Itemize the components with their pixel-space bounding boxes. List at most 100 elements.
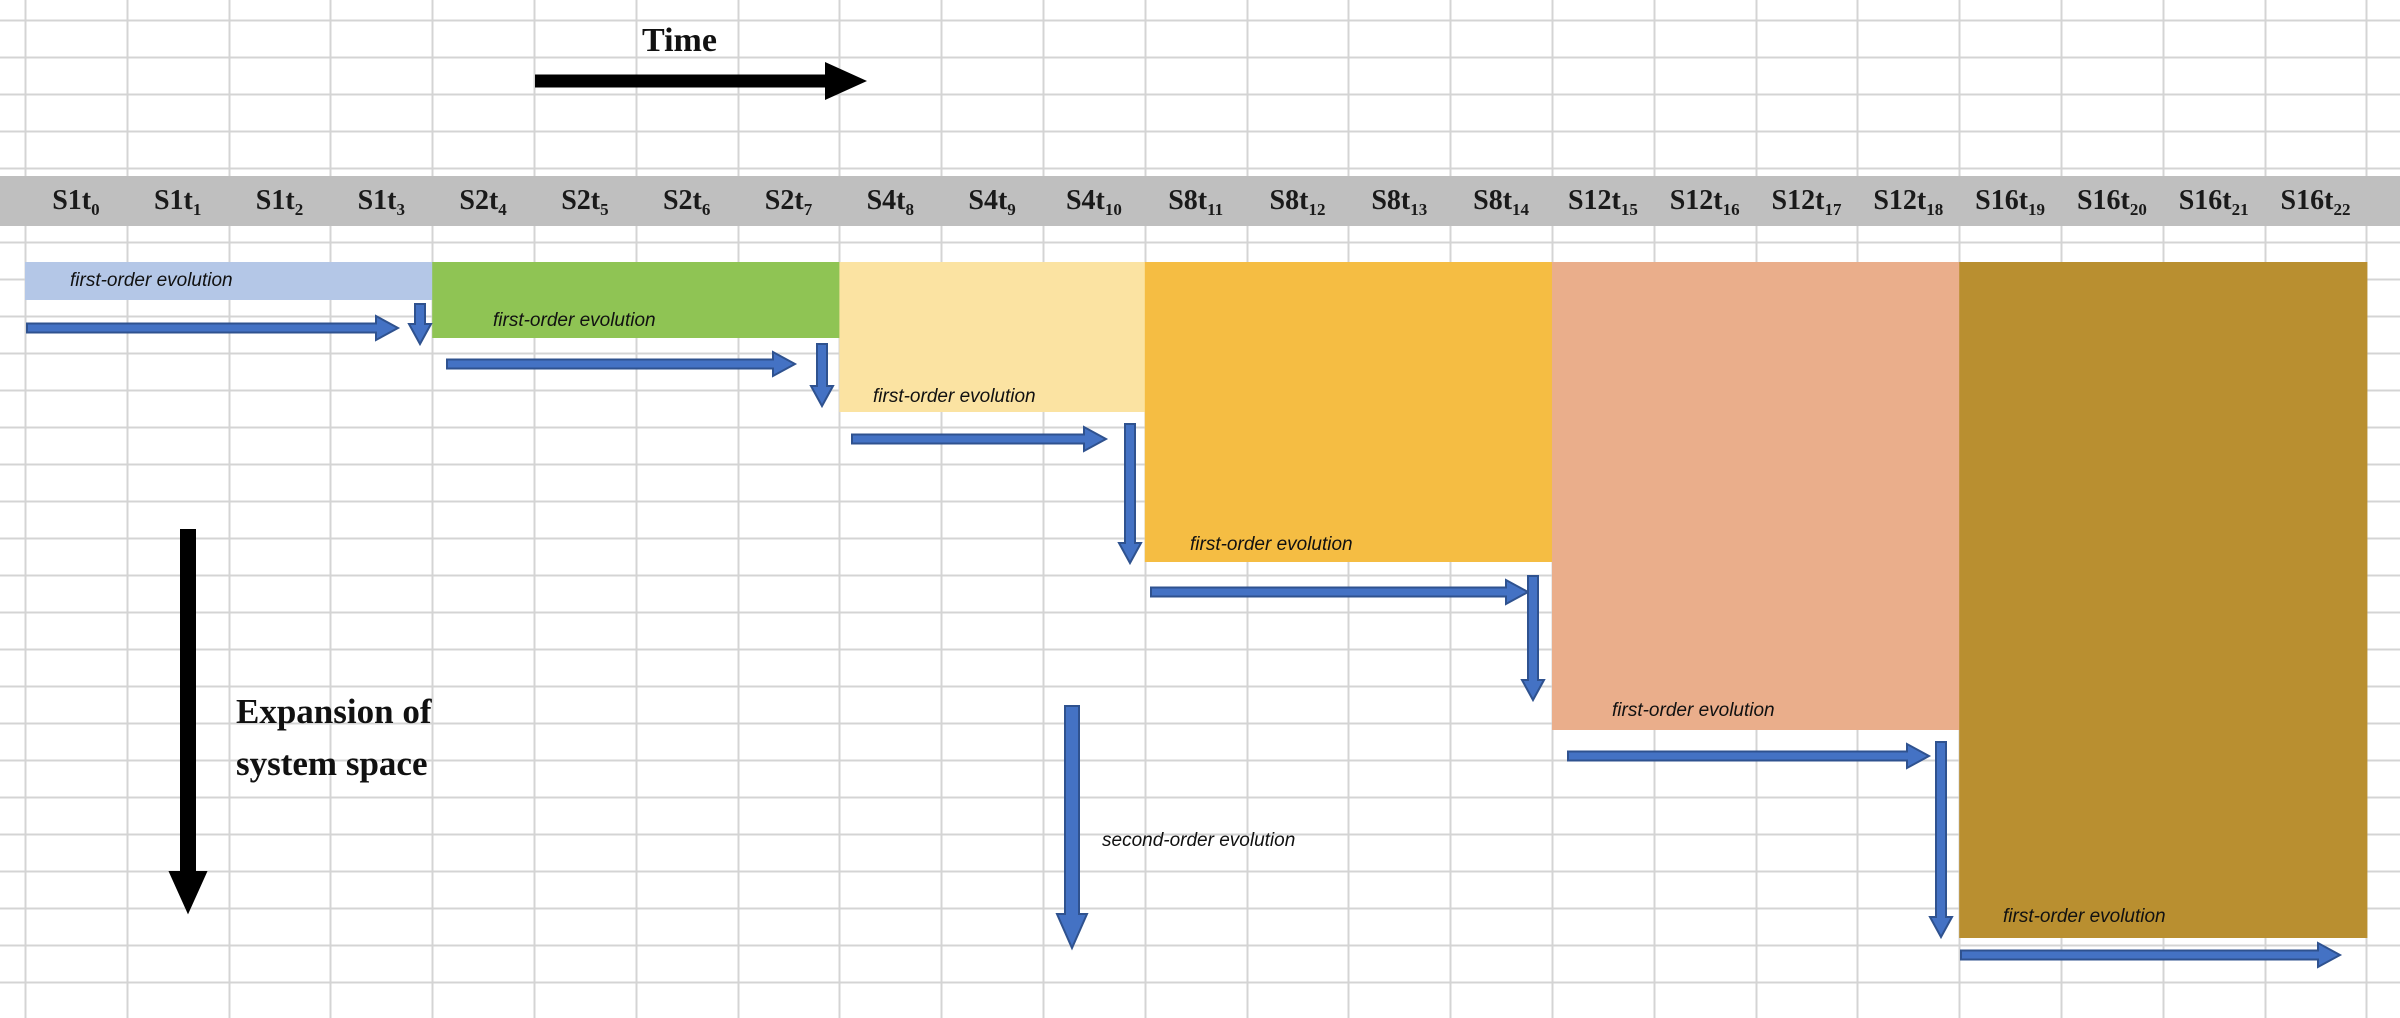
first-order-evolution-label: first-order evolution	[1190, 534, 1353, 555]
first-order-arrow	[1150, 578, 1531, 606]
time-index: 11	[1207, 200, 1224, 219]
stage-block-s16	[1959, 262, 2368, 938]
time-step-header-cell: S8t11	[1145, 176, 1247, 226]
first-order-arrow	[1567, 742, 1932, 770]
first-order-arrow	[26, 314, 401, 342]
time-index: 6	[701, 200, 711, 219]
time-index: 8	[905, 200, 914, 219]
first-order-evolution-label: first-order evolution	[493, 310, 656, 331]
stage-block-s8	[1144, 262, 1553, 562]
first-order-arrow	[851, 425, 1109, 453]
time-step-header-cell: S2t6	[636, 176, 738, 226]
first-order-arrow	[446, 350, 798, 378]
system-label: S16t	[2178, 185, 2232, 216]
time-index: 18	[1926, 200, 1944, 219]
system-label: S12t	[1567, 185, 1621, 216]
system-label: S2t	[764, 185, 804, 216]
system-label: S2t	[459, 185, 499, 216]
time-step-header-cell: S8t13	[1348, 176, 1450, 226]
stage-block-s4	[839, 262, 1146, 412]
header-band	[0, 176, 2400, 226]
time-index: 22	[2333, 200, 2351, 219]
time-step-header-cell: S1t2	[229, 176, 331, 226]
stage-block-s1	[25, 262, 434, 300]
first-order-evolution-label: first-order evolution	[2003, 906, 2166, 927]
expansion-step-arrow	[1117, 423, 1143, 566]
time-step-header-cell: S4t8	[839, 176, 941, 226]
time-index: 15	[1620, 200, 1638, 219]
expansion-step-arrow	[809, 343, 835, 409]
time-index: 5	[600, 200, 609, 219]
system-label: S4t	[968, 185, 1008, 216]
time-step-header-cell: S1t1	[127, 176, 229, 226]
system-label: S12t	[1873, 185, 1927, 216]
time-step-header-cell: S2t7	[738, 176, 840, 226]
time-index: 16	[1722, 200, 1740, 219]
system-label: S2t	[561, 185, 601, 216]
system-label: S16t	[1975, 185, 2029, 216]
time-step-header-cell: S16t21	[2163, 176, 2265, 226]
time-index: 7	[803, 200, 813, 219]
expansion-step-arrow	[407, 303, 433, 347]
expansion-step-arrow	[1928, 741, 1954, 940]
time-step-header-cell: S12t17	[1756, 176, 1858, 226]
time-step-header-cell: S12t18	[1857, 176, 1959, 226]
first-order-evolution-label: first-order evolution	[1612, 700, 1775, 721]
time-index: 1	[192, 200, 202, 219]
time-step-header-cell: S8t12	[1247, 176, 1349, 226]
time-step-header-cell: S4t9	[941, 176, 1043, 226]
system-label: S2t	[662, 185, 702, 216]
second-order-evolution-label: second-order evolution	[1102, 830, 1296, 851]
time-index: 12	[1308, 200, 1326, 219]
time-step-header-cell: S1t0	[25, 176, 127, 226]
time-index: 14	[1512, 200, 1530, 219]
expansion-axis-label: Expansion of system space	[236, 686, 432, 790]
system-label: S12t	[1669, 185, 1723, 216]
expansion-label-line-1: Expansion of	[236, 692, 432, 731]
time-index: 4	[498, 200, 507, 219]
system-label: S8t	[1168, 185, 1208, 216]
system-label: S8t	[1371, 185, 1411, 216]
time-index: 13	[1410, 200, 1428, 219]
time-step-header-cell: S16t22	[2265, 176, 2367, 226]
time-step-header-cell: S4t10	[1043, 176, 1145, 226]
system-label: S1t	[52, 185, 92, 216]
time-index: 0	[91, 200, 100, 219]
stage-block-s12	[1552, 262, 1961, 730]
expansion-arrow	[168, 529, 208, 915]
time-step-header-cell: S16t20	[2061, 176, 2163, 226]
system-label: S4t	[866, 185, 906, 216]
time-axis-label: Time	[642, 22, 717, 59]
time-index: 9	[1007, 200, 1016, 219]
system-label: S12t	[1771, 185, 1825, 216]
time-index: 17	[1824, 200, 1842, 219]
stage-block-s2	[432, 262, 841, 338]
system-label: S4t	[1065, 185, 1105, 216]
system-label: S1t	[255, 185, 295, 216]
second-order-arrow	[1055, 705, 1089, 951]
time-index: 20	[2129, 200, 2147, 219]
time-step-header-cell: S2t4	[432, 176, 534, 226]
expansion-step-arrow	[1520, 575, 1546, 703]
time-index: 10	[1104, 200, 1122, 219]
system-label: S8t	[1269, 185, 1309, 216]
time-step-header-cell: S12t15	[1552, 176, 1654, 226]
time-index: 21	[2231, 200, 2249, 219]
expansion-label-line-2: system space	[236, 744, 428, 783]
first-order-evolution-label: first-order evolution	[873, 386, 1036, 407]
time-index: 19	[2028, 200, 2046, 219]
system-label: S16t	[2076, 185, 2130, 216]
time-arrow	[535, 62, 867, 100]
time-step-header-cell: S8t14	[1450, 176, 1552, 226]
time-step-header-cell: S12t16	[1654, 176, 1756, 226]
system-label: S8t	[1473, 185, 1513, 216]
system-label: S16t	[2280, 185, 2334, 216]
system-label: S1t	[153, 185, 193, 216]
time-index: 3	[396, 200, 405, 219]
time-step-header-cell: S2t5	[534, 176, 636, 226]
first-order-evolution-label: first-order evolution	[70, 270, 233, 291]
time-step-header-cell: S16t19	[1959, 176, 2061, 226]
